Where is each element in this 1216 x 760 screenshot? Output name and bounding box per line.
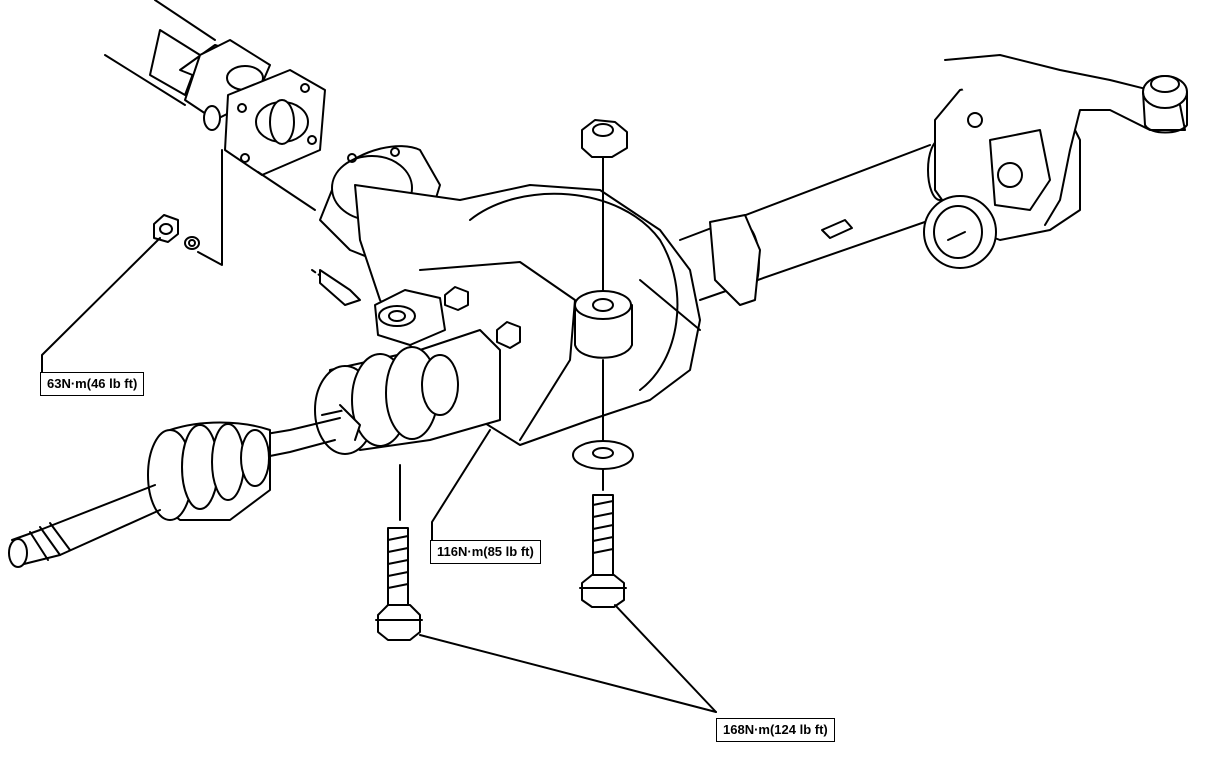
right-axle-tube — [679, 139, 953, 306]
lower-left-bolt — [375, 464, 423, 641]
propeller-flange — [224, 69, 326, 211]
propeller-shaft — [104, 0, 271, 131]
torque-label-63: 63N·m(46 lb ft) — [40, 372, 145, 396]
lower-mount-washer — [572, 440, 634, 470]
torque-label-116: 116N·m(85 lb ft) — [430, 540, 541, 564]
flange-guide-line — [197, 149, 223, 266]
upper-mount-nut — [581, 119, 628, 158]
left-axle-housing — [314, 329, 501, 455]
lower-right-bolt — [579, 469, 627, 608]
torque-label-168: 168N·m(124 lb ft) — [716, 718, 835, 742]
leader-168-right — [614, 604, 717, 713]
leader-63 — [41, 237, 161, 373]
small-housing-bolts — [311, 269, 521, 349]
flange-nut — [153, 214, 179, 243]
splined-axle-stub — [8, 484, 161, 568]
left-mount-boss — [374, 289, 446, 346]
upper-mount-bushing — [574, 290, 633, 359]
cv-joint-boot — [147, 421, 271, 521]
leader-116 — [431, 429, 491, 541]
flange-washer — [184, 236, 200, 250]
leader-168-left — [419, 634, 717, 713]
axle-actuator-bracket — [923, 54, 1188, 269]
